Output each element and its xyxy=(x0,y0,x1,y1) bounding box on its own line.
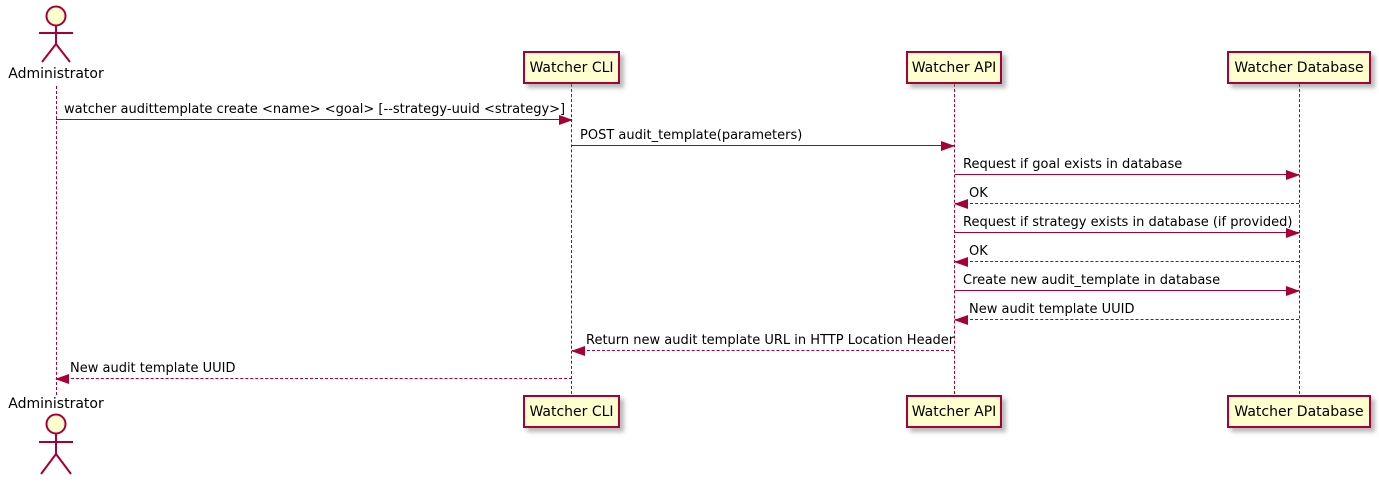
message-1-label: watcher audittemplate create <name> <goa… xyxy=(64,102,566,117)
actor-figure-icon xyxy=(39,413,73,475)
message-1-line xyxy=(56,119,572,120)
message-1: watcher audittemplate create <name> <goa… xyxy=(56,101,573,125)
message-8-line xyxy=(955,319,1299,320)
message-7-line xyxy=(955,290,1299,291)
participant-box-watcher-api-top: Watcher API xyxy=(906,51,1002,84)
arrowhead-left-icon xyxy=(954,315,968,325)
actor-label-administrator-bottom: Administrator xyxy=(8,396,104,412)
arrowhead-left-icon xyxy=(55,374,69,384)
message-10-line xyxy=(56,378,572,379)
message-3-line xyxy=(955,174,1299,175)
message-2-label: POST audit_template(parameters) xyxy=(580,128,803,143)
message-5: Request if strategy exists in database (… xyxy=(955,214,1300,238)
arrowhead-right-icon xyxy=(1286,170,1300,180)
actor-label-administrator-top: Administrator xyxy=(8,66,104,82)
message-9-label: Return new audit template URL in HTTP Lo… xyxy=(586,333,955,348)
participant-box-watcher-database-bottom: Watcher Database xyxy=(1227,395,1371,428)
message-10-label: New audit template UUID xyxy=(70,361,236,376)
message-7: Create new audit_template in database xyxy=(955,272,1300,296)
message-5-label: Request if strategy exists in database (… xyxy=(963,215,1293,230)
message-6: OK xyxy=(954,243,1299,267)
message-10: New audit template UUID xyxy=(55,360,572,384)
arrowhead-left-icon xyxy=(954,257,968,267)
message-9-line xyxy=(572,350,954,351)
message-7-label: Create new audit_template in database xyxy=(963,273,1221,288)
participant-box-watcher-api-bottom: Watcher API xyxy=(906,395,1002,428)
actor-figure-icon xyxy=(39,5,73,63)
message-4-label: OK xyxy=(969,186,988,201)
message-2-line xyxy=(572,145,954,146)
participant-box-watcher-database-top: Watcher Database xyxy=(1227,51,1371,84)
arrowhead-right-icon xyxy=(1286,286,1300,296)
arrowhead-right-icon xyxy=(941,141,955,151)
message-4: OK xyxy=(954,185,1299,209)
message-9: Return new audit template URL in HTTP Lo… xyxy=(571,332,955,356)
lifeline-watcher-database xyxy=(1299,84,1300,394)
message-4-line xyxy=(955,203,1299,204)
arrowhead-left-icon xyxy=(571,346,585,356)
message-6-label: OK xyxy=(969,244,988,259)
message-3-label: Request if goal exists in database xyxy=(963,157,1183,172)
arrowhead-right-icon xyxy=(559,115,573,125)
message-8: New audit template UUID xyxy=(954,301,1299,325)
arrowhead-left-icon xyxy=(954,199,968,209)
lifeline-administrator xyxy=(56,86,57,395)
message-8-label: New audit template UUID xyxy=(969,302,1135,317)
message-6-line xyxy=(955,261,1299,262)
arrowhead-right-icon xyxy=(1286,228,1300,238)
message-2: POST audit_template(parameters) xyxy=(572,127,955,151)
participant-box-watcher-cli-top: Watcher CLI xyxy=(523,51,620,84)
lifeline-watcher-api xyxy=(954,84,955,394)
participant-box-watcher-cli-bottom: Watcher CLI xyxy=(523,395,620,428)
message-5-line xyxy=(955,232,1299,233)
message-3: Request if goal exists in database xyxy=(955,156,1300,180)
lifeline-watcher-cli xyxy=(571,84,572,394)
